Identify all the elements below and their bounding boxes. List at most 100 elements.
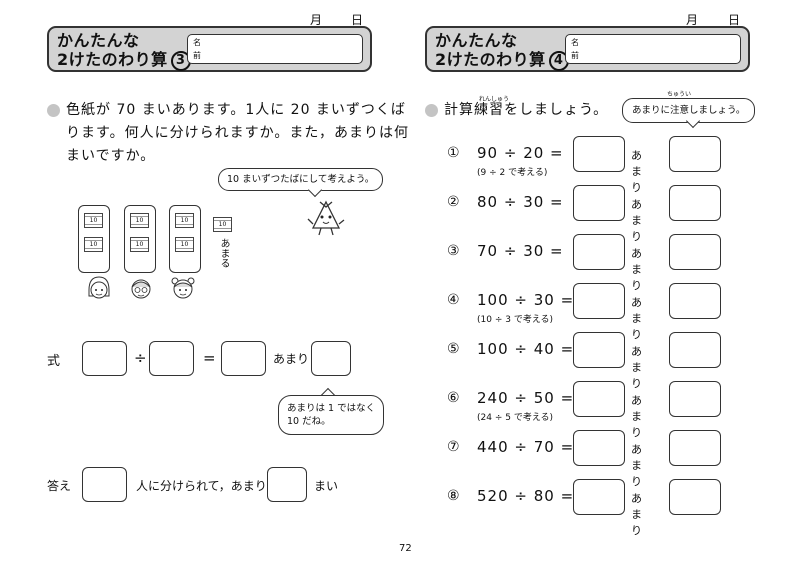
card-bundle: 10 10 — [124, 205, 156, 273]
quotient-answer-box[interactable] — [573, 381, 625, 417]
problem-number: ⑤ — [447, 341, 460, 357]
child-face-icon — [88, 276, 110, 299]
date-month-label: 月 — [310, 13, 323, 27]
right-title-line2: 2けたのわり算 — [435, 50, 546, 69]
problem-hint: (10 ÷ 3 で考える) — [477, 315, 554, 325]
bubble-line: あまりは 1 ではなく — [287, 403, 376, 414]
left-name-field[interactable]: 名 前 — [187, 34, 363, 64]
card-10: 10 — [130, 237, 149, 252]
problem-expression: 100 ÷ 30 = — [477, 291, 575, 309]
name-label-bottom: 前 — [571, 51, 579, 60]
divisor-answer-box[interactable] — [149, 341, 194, 376]
amari-label: あまり — [631, 492, 642, 537]
problem-hint: (9 ÷ 2 で考える) — [477, 168, 548, 178]
quotient-answer-box[interactable] — [573, 430, 625, 466]
remainder-answer-box[interactable] — [669, 136, 721, 172]
problem-number: ⑧ — [447, 488, 460, 504]
remainder-speech-bubble: あまりは 1 ではなく 10 だね。 — [278, 395, 385, 435]
remainder-answer-box[interactable] — [669, 283, 721, 319]
amari-label: あまり — [631, 443, 642, 488]
problem-number: ⑥ — [447, 390, 460, 406]
card-10-remainder: 10 — [213, 217, 232, 232]
remainder-answer-box[interactable] — [669, 479, 721, 515]
equals-sign: = — [203, 349, 216, 367]
card-10: 10 — [84, 237, 103, 252]
amari-label: あまり — [631, 198, 642, 243]
problem-number: ② — [447, 194, 460, 210]
child-face-glasses-icon — [131, 279, 151, 299]
question-line: ります。何人に分けられますか。また，あまりは何 — [66, 125, 410, 141]
amaru-label: あまる — [218, 238, 229, 268]
quotient-answer-box[interactable] — [573, 185, 625, 221]
dividend-answer-box[interactable] — [82, 341, 127, 376]
amari-label: あまり — [631, 296, 642, 341]
question-line: 色紙が 70 まいあります。1人に 20 まいずつくば — [66, 102, 406, 118]
page-number: 72 — [399, 543, 412, 554]
divide-sign: ÷ — [134, 349, 147, 367]
quotient-answer-box[interactable] — [221, 341, 266, 376]
card-bundle: 10 10 — [169, 205, 201, 273]
answer-end-text: まい — [314, 479, 339, 493]
sheets-answer-box[interactable] — [267, 467, 307, 502]
amari-label: あまり — [631, 247, 642, 292]
people-answer-box[interactable] — [82, 467, 127, 502]
remainder-answer-box[interactable] — [669, 381, 721, 417]
left-question: 色紙が 70 まいあります。1人に 20 まいずつくば ります。何人に分けられま… — [66, 99, 409, 168]
remainder-answer-box[interactable] — [669, 332, 721, 368]
quotient-answer-box[interactable] — [573, 234, 625, 270]
problem-expression: 80 ÷ 30 = — [477, 193, 564, 211]
hint-speech-bubble: 10 まいずつたばにして考えよう。 — [218, 168, 384, 191]
answer-middle-text: 人に分けられて，あまり — [136, 479, 267, 493]
problem-expression: 240 ÷ 50 = — [477, 389, 575, 407]
card-10: 10 — [130, 213, 149, 228]
card-bundle: 10 10 — [78, 205, 110, 273]
shiki-label: 式 — [47, 354, 61, 369]
caution-ruby: ちゅうい — [667, 91, 692, 98]
question-bullet — [47, 104, 60, 117]
amari-label: あまり — [631, 149, 642, 194]
quotient-answer-box[interactable] — [573, 332, 625, 368]
quotient-answer-box[interactable] — [573, 479, 625, 515]
problem-number: ③ — [447, 243, 460, 259]
remainder-answer-box[interactable] — [669, 430, 721, 466]
answer-label: 答え — [47, 479, 72, 493]
remainder-answer-box[interactable] — [311, 341, 351, 376]
amari-label: あまり — [631, 394, 642, 439]
quotient-answer-box[interactable] — [573, 283, 625, 319]
question-line: まいですか。 — [66, 148, 156, 164]
date-day-label: 日 — [351, 13, 364, 27]
instruction-ruby: れんしゅう — [479, 96, 510, 103]
mascot-character — [307, 200, 345, 236]
bubble-line: 10 だね。 — [287, 416, 331, 427]
card-10: 10 — [175, 237, 194, 252]
left-title-line1: かんたんな — [57, 31, 140, 50]
problem-expression: 70 ÷ 30 = — [477, 242, 564, 260]
problem-number: ⑦ — [447, 439, 460, 455]
card-10: 10 — [175, 213, 194, 228]
right-instruction: 計算練習をしましょう。 — [444, 102, 609, 118]
date-month-label: 月 — [686, 13, 699, 27]
problem-expression: 520 ÷ 80 = — [477, 487, 575, 505]
child-face-buns-icon — [171, 277, 195, 299]
amari-label: あまり — [631, 345, 642, 390]
quotient-answer-box[interactable] — [573, 136, 625, 172]
name-label-bottom: 前 — [193, 51, 201, 60]
problem-number: ① — [447, 145, 460, 161]
left-title-line2: 2けたのわり算 — [57, 50, 168, 69]
name-label-top: 名 — [193, 38, 201, 47]
instruction-bullet — [425, 104, 438, 117]
card-10: 10 — [84, 213, 103, 228]
problem-expression: 440 ÷ 70 = — [477, 438, 575, 456]
right-name-field[interactable]: 名 前 — [565, 34, 741, 64]
problem-hint: (24 ÷ 5 で考える) — [477, 413, 554, 423]
problem-expression: 90 ÷ 20 = — [477, 144, 564, 162]
date-day-label: 日 — [728, 13, 741, 27]
amari-label: あまり — [273, 352, 310, 366]
problem-expression: 100 ÷ 40 = — [477, 340, 575, 358]
remainder-answer-box[interactable] — [669, 234, 721, 270]
remainder-answer-box[interactable] — [669, 185, 721, 221]
